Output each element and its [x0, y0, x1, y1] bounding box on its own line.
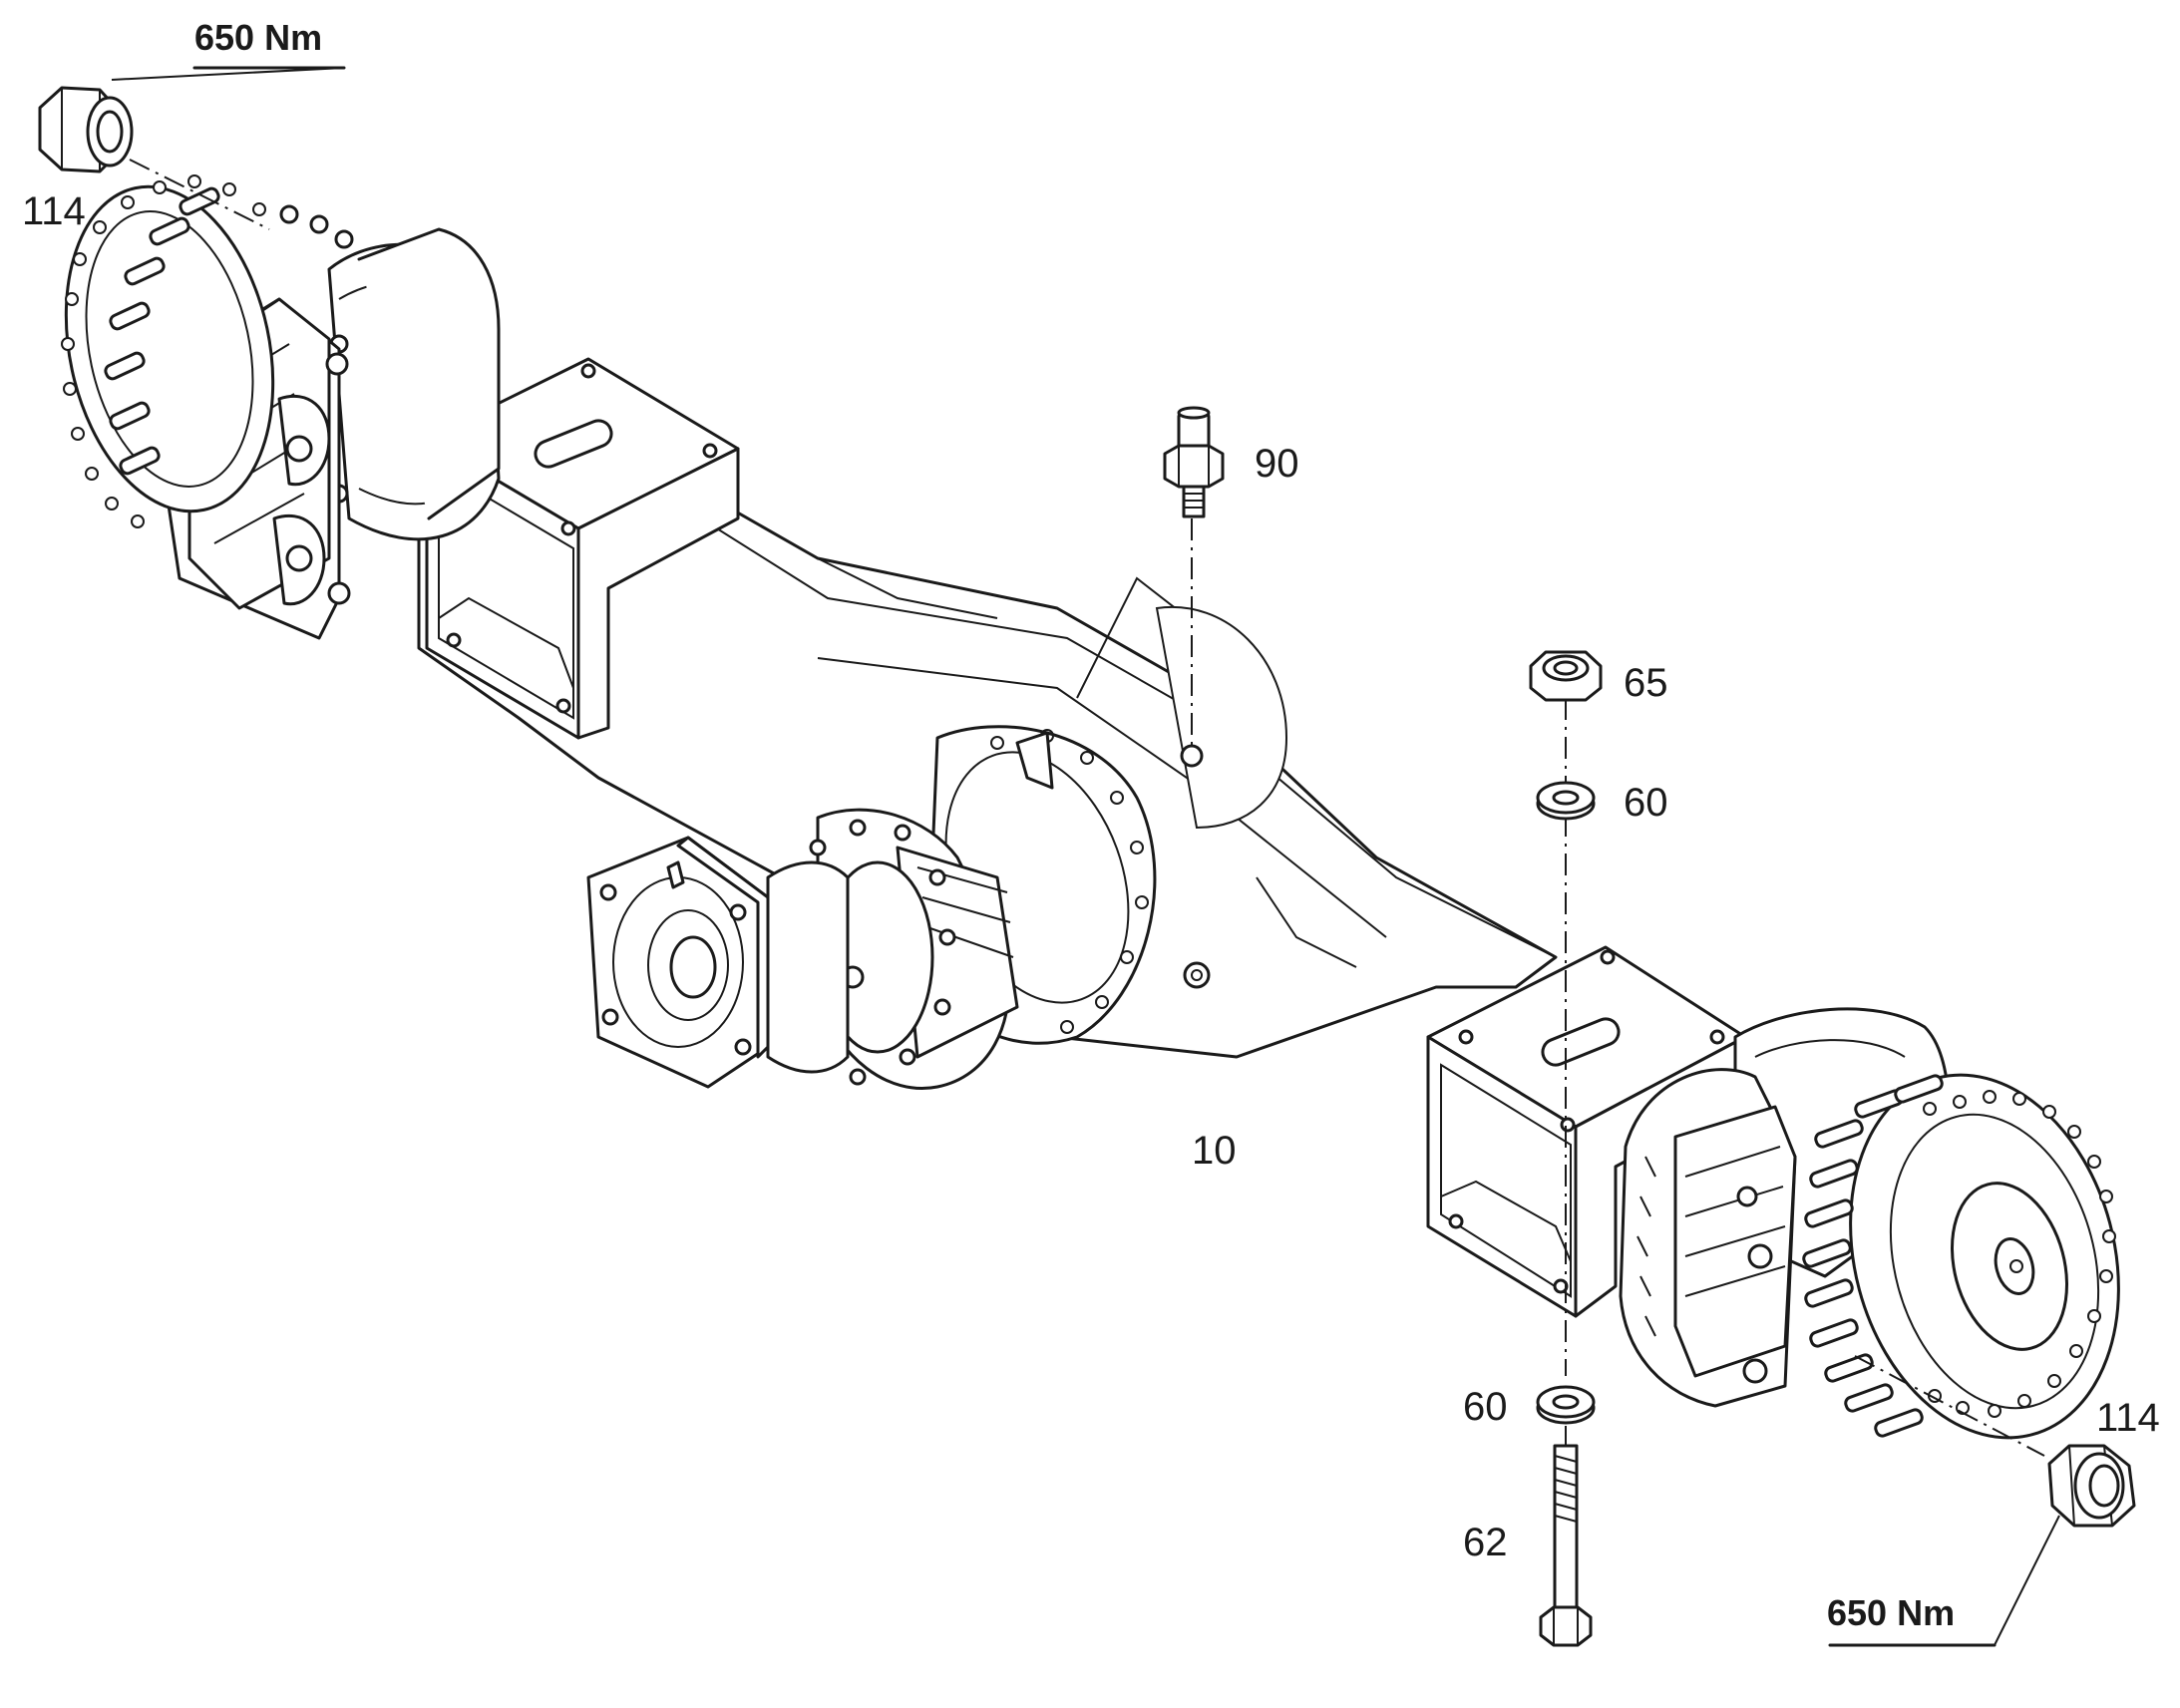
left-wheel-hub [61, 174, 501, 640]
hex-nut-top [1529, 650, 1603, 702]
part-label-90: 90 [1255, 442, 1299, 486]
part-label-114-right: 114 [2096, 1396, 2160, 1440]
wheel-nut-right [2047, 1444, 2136, 1528]
leader-lines [111, 66, 2060, 1647]
washer-bottom [1536, 1385, 1596, 1425]
part-label-62: 62 [1463, 1521, 1508, 1564]
part-label-10: 10 [1192, 1129, 1237, 1173]
part-label-114-left: 114 [22, 189, 86, 233]
torque-label-left: 650 Nm [194, 17, 322, 58]
part-label-65: 65 [1624, 661, 1668, 705]
right-wheel-hub [1619, 1007, 2120, 1440]
torque-label-right: 650 Nm [1827, 1592, 1955, 1633]
washer-top [1536, 781, 1596, 821]
part-label-60-bottom: 60 [1463, 1385, 1508, 1429]
differential-carrier [586, 725, 1157, 1090]
wheel-nut-left [38, 86, 134, 173]
breather-stud [1163, 406, 1225, 518]
part-label-60-top: 60 [1624, 781, 1668, 825]
hex-bolt [1539, 1444, 1593, 1647]
